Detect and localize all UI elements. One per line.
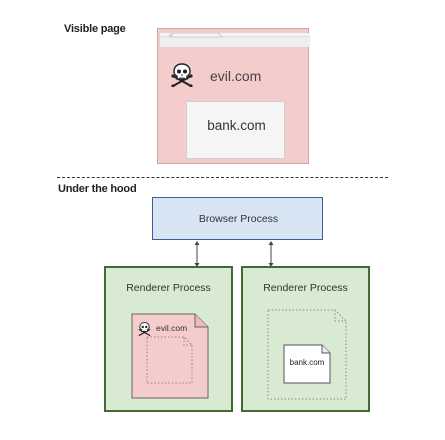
evil-site-label: evil.com — [210, 68, 262, 84]
evil-frame-placeholder — [267, 309, 347, 400]
renderer-process-bank: Renderer Process bank.com — [241, 266, 370, 412]
under-the-hood-heading: Under the hood — [58, 183, 137, 195]
bank-iframe: bank.com — [186, 101, 285, 159]
renderer-process-label: Renderer Process — [263, 282, 348, 294]
browser-process-box: Browser Process — [152, 197, 323, 240]
tab-strip — [160, 33, 310, 47]
evil-doc-label: evil.com — [156, 323, 188, 333]
bank-doc-label: bank.com — [289, 358, 325, 367]
evil-document — [131, 313, 209, 399]
visible-page-heading: Visible page — [64, 23, 126, 35]
section-separator — [57, 177, 388, 178]
bank-document-shape — [283, 344, 331, 384]
skull-icon — [171, 63, 193, 87]
browser-window: evil.com bank.com — [157, 28, 310, 164]
bank-document: bank.com — [283, 344, 331, 384]
browser-process-label: Browser Process — [198, 213, 279, 225]
skull-icon — [138, 322, 151, 336]
renderer-process-evil: Renderer Process evil.com — [104, 266, 233, 412]
ipc-arrow-right — [268, 241, 274, 267]
ipc-arrow-left — [194, 241, 200, 267]
renderer-process-label: Renderer Process — [126, 282, 211, 294]
bank-site-label: bank.com — [207, 118, 266, 133]
